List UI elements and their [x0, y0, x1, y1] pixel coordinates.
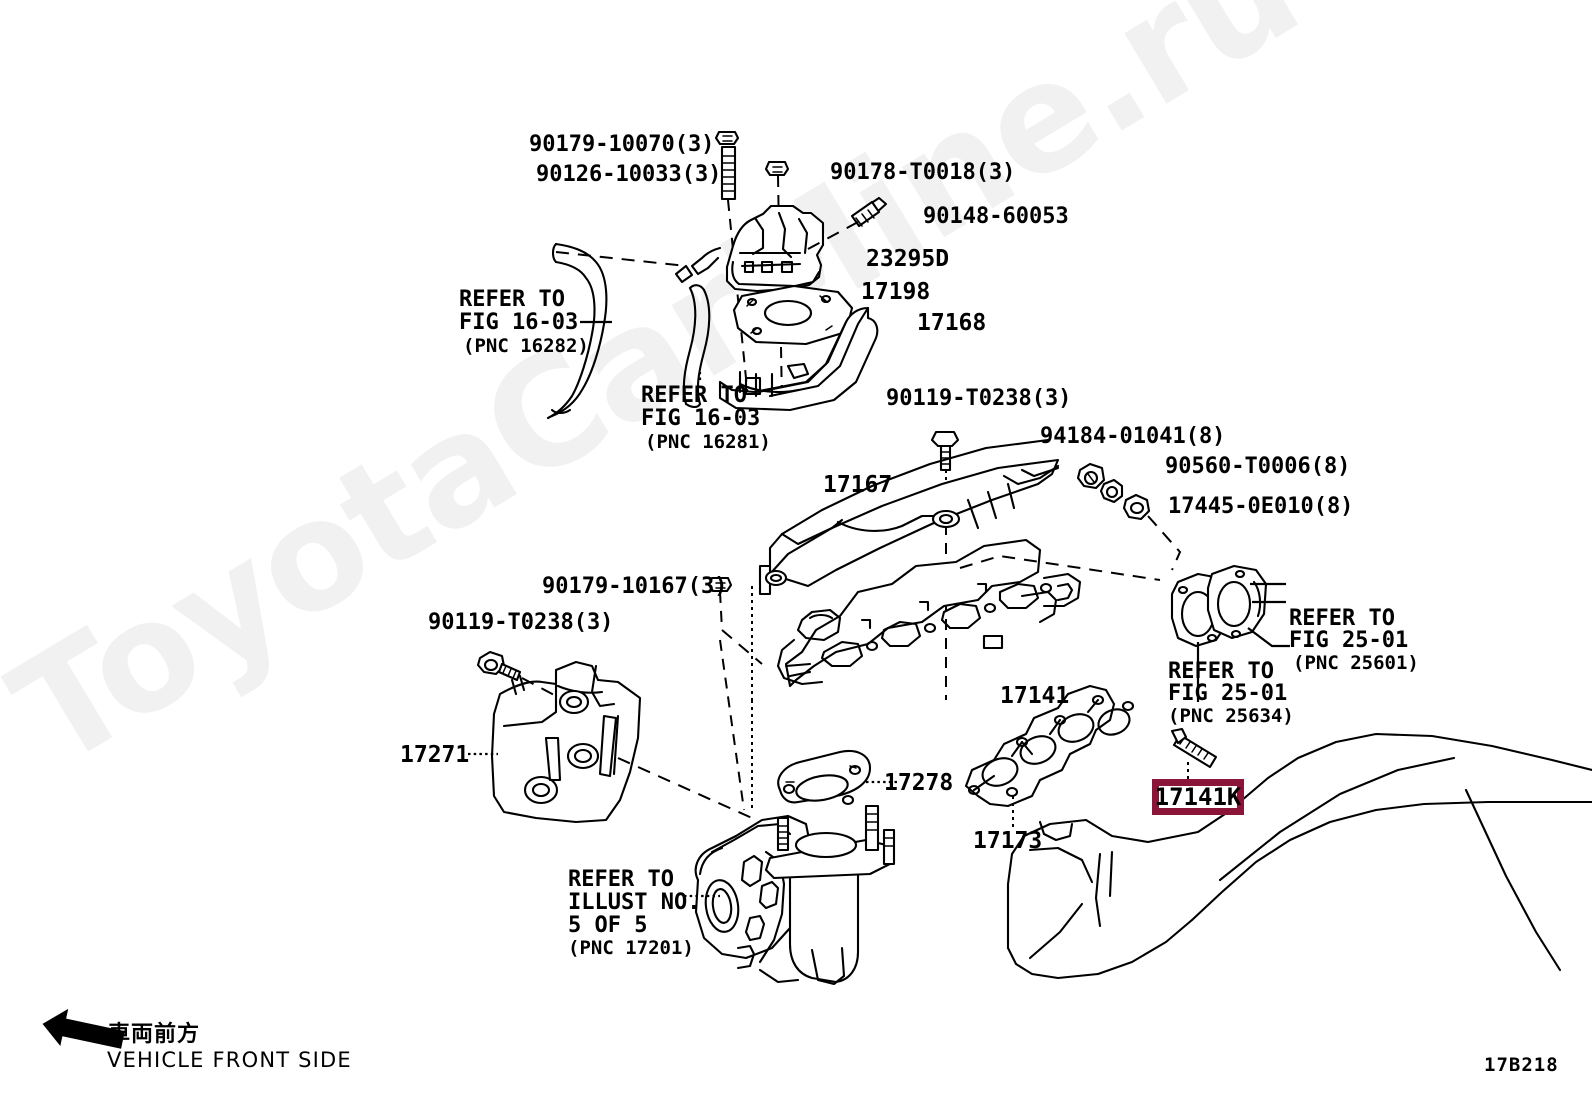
label-bolt-90560-T0006: 90560-T0006(8) — [1165, 454, 1351, 479]
label-bolt-90178-T0018: 90178-T0018(3) — [830, 160, 1016, 185]
stud-17141K-art — [1170, 727, 1218, 769]
refer-fig25-01-a-pnc: (PNC 25601) — [1293, 652, 1419, 674]
label-bolt-90119-T0238-lower: 90119-T0238(3) — [428, 610, 614, 635]
refer-fig25-01-a-line1: REFER TO — [1289, 606, 1395, 631]
bolt-90119-T0238-upper-art — [930, 430, 960, 472]
highlighted-part-label: 17141K — [1154, 783, 1242, 811]
refer-illust-line3: 5 OF 5 — [568, 913, 648, 938]
refer-fig25-01-b-line1: REFER TO — [1168, 659, 1274, 684]
bolt-90119-T0238-lower-art — [476, 650, 522, 682]
label-bolt-90126-10033: 90126-10033(3) — [536, 162, 722, 187]
nut-94184-01041-art — [1076, 462, 1106, 490]
label-part-17168: 17168 — [917, 310, 987, 336]
label-part-17198: 17198 — [861, 279, 931, 305]
vehicle-front-side-japanese: 車両前方 — [108, 1022, 201, 1047]
bolt-90179-10167-art — [707, 576, 733, 593]
nut-17445-0E010-art — [1122, 493, 1151, 521]
hose-16282-art — [546, 242, 608, 420]
refer-fig16-03-a-line1: REFER TO — [459, 287, 565, 312]
part-17278-art — [777, 749, 872, 806]
refer-fig16-03-a-line2: FIG 16-03 — [459, 310, 579, 335]
part-17198-art — [732, 284, 854, 346]
vehicle-front-arrow-icon — [42, 1008, 125, 1049]
label-part-17141: 17141 — [1000, 683, 1070, 709]
refer-fig25-01-b-line2: FIG 25-01 — [1168, 681, 1288, 706]
label-bolt-90179-10070: 90179-10070(3) — [529, 132, 715, 157]
refer-fig16-03-b-line2: FIG 16-03 — [641, 406, 761, 431]
refer-fig16-03-b-line1: REFER TO — [641, 383, 747, 408]
part-17271-art — [490, 660, 642, 824]
label-part-23295D: 23295D — [866, 246, 950, 272]
hose-16281-art — [682, 284, 711, 409]
refer-fig16-03-a-pnc: (PNC 16282) — [463, 335, 589, 357]
bolt-90178-T0018-art — [764, 160, 790, 177]
label-bolt-90148-60053: 90148-60053 — [923, 204, 1069, 229]
figure-code: 17B218 — [1484, 1054, 1559, 1076]
refer-illust-pnc: (PNC 17201) — [568, 937, 694, 959]
label-part-17445-0E010: 17445-0E010(8) — [1168, 494, 1354, 519]
washer-90560-T0006-art — [1099, 478, 1124, 504]
label-part-17271: 17271 — [400, 742, 470, 768]
engine-cover-art — [1006, 732, 1592, 980]
throttle-body-art — [694, 804, 896, 986]
refer-illust-line1: REFER TO — [568, 867, 674, 892]
vehicle-front-side-english: VEHICLE FRONT SIDE — [107, 1048, 352, 1072]
refer-illust-line2: ILLUST NO. — [568, 890, 701, 915]
part-17168-art — [718, 306, 879, 412]
refer-fig16-03-b-pnc: (PNC 16281) — [645, 431, 771, 453]
label-bolt-90179-10167: 90179-10167(3) — [542, 574, 728, 599]
bolt-90179-10070-art — [714, 130, 740, 146]
highlighted-part-17141K[interactable]: 17141K — [1152, 779, 1244, 815]
refer-fig25-01-a-line2: FIG 25-01 — [1289, 628, 1409, 653]
label-bolt-90119-T0238-upper: 90119-T0238(3) — [886, 386, 1072, 411]
label-part-17167: 17167 — [823, 472, 893, 498]
part-17167-art — [758, 438, 1060, 596]
label-part-17173: 17173 — [973, 828, 1043, 854]
label-bolt-94184-01041: 94184-01041(8) — [1040, 424, 1226, 449]
label-part-17278: 17278 — [884, 770, 954, 796]
part-17173-art — [964, 684, 1135, 808]
refer-fig25-01-b-pnc: (PNC 25634) — [1168, 705, 1294, 727]
part-17141-art — [776, 538, 1082, 688]
part-23295D-art — [674, 204, 825, 293]
stud-90126-10033-art — [720, 145, 737, 201]
